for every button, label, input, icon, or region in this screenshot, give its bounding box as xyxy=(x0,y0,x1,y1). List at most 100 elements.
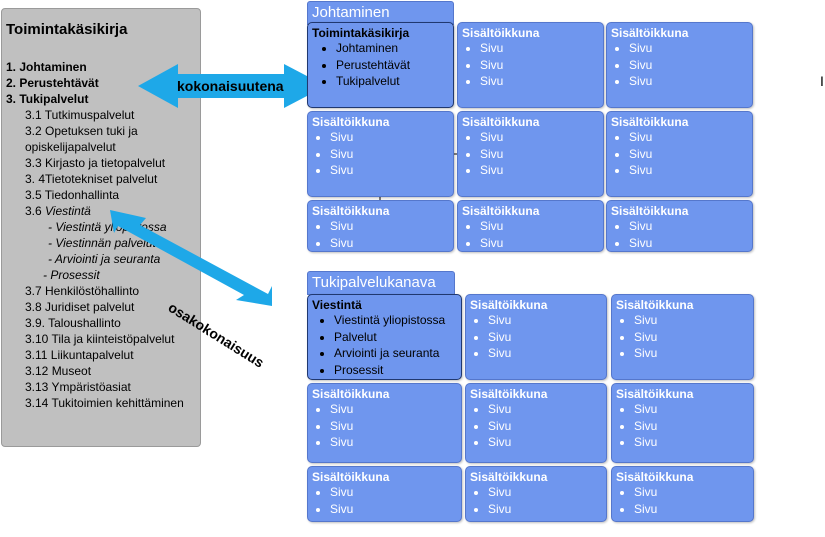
handbook-subitem[interactable]: - Prosessit xyxy=(43,268,100,282)
handbook-item[interactable]: opiskelijapalvelut xyxy=(25,140,116,154)
content-window[interactable]: SisältöikkunaSivuSivuSivu xyxy=(606,111,753,197)
content-window[interactable]: SisältöikkunaSivuSivuSivu xyxy=(457,22,604,108)
main-window-link[interactable]: Prosessit xyxy=(334,362,461,379)
handbook-subitem[interactable]: - Viestinnän palvelut xyxy=(48,236,156,250)
page-link[interactable]: Sivu xyxy=(634,418,753,435)
content-window[interactable]: SisältöikkunaSivuSivu xyxy=(606,200,753,252)
page-link[interactable]: Sivu xyxy=(488,401,606,418)
content-window-list: SivuSivuSivu xyxy=(607,40,752,90)
handbook-item[interactable]: 3.14 Tukitoimien kehittäminen xyxy=(25,396,184,410)
handbook-item[interactable]: 3. 4Tietotekniset palvelut xyxy=(25,172,158,186)
page-link[interactable]: Sivu xyxy=(480,162,603,179)
page-link[interactable]: Sivu xyxy=(634,501,753,518)
handbook-item[interactable]: 3.3 Kirjasto ja tietopalvelut xyxy=(25,156,166,170)
handbook-item[interactable]: 3.8 Juridiset palvelut xyxy=(25,300,135,314)
page-link[interactable]: Sivu xyxy=(480,218,603,235)
handbook-item[interactable]: 3.9. Taloushallinto xyxy=(25,316,121,330)
content-window[interactable]: SisältöikkunaSivuSivuSivu xyxy=(611,383,754,463)
handbook-item[interactable]: 3.11 Liikuntapalvelut xyxy=(25,348,134,362)
handbook-item[interactable]: 3.13 Ympäristöasiat xyxy=(25,380,131,394)
page-link[interactable]: Sivu xyxy=(634,484,753,501)
content-window-title: Sisältöikkuna xyxy=(312,204,390,218)
page-link[interactable]: Sivu xyxy=(480,129,603,146)
content-window[interactable]: SisältöikkunaSivuSivu xyxy=(307,200,454,252)
page-link[interactable]: Sivu xyxy=(330,235,453,252)
page-link[interactable]: Sivu xyxy=(480,57,603,74)
page-link[interactable]: Sivu xyxy=(480,235,603,252)
page-link[interactable]: Sivu xyxy=(629,73,752,90)
main-window-link[interactable]: Tukipalvelut xyxy=(336,73,453,90)
page-link[interactable]: Sivu xyxy=(330,434,461,451)
page-link[interactable]: Sivu xyxy=(330,501,461,518)
page-link[interactable]: Sivu xyxy=(629,57,752,74)
page-link[interactable]: Sivu xyxy=(629,40,752,57)
page-link[interactable]: Sivu xyxy=(480,40,603,57)
page-link[interactable]: Sivu xyxy=(488,484,606,501)
page-link[interactable]: Sivu xyxy=(480,73,603,90)
handbook-item[interactable]: 3.1 Tutkimuspalvelut xyxy=(25,108,135,122)
page-link[interactable]: Sivu xyxy=(629,218,752,235)
page-link[interactable]: Sivu xyxy=(330,401,461,418)
handbook-item[interactable]: 3.12 Museot xyxy=(25,364,92,378)
page-link[interactable]: Sivu xyxy=(488,345,606,362)
content-window-title: Sisältöikkuna xyxy=(611,26,689,40)
page-link[interactable]: Sivu xyxy=(330,146,453,163)
content-window-list: SivuSivu xyxy=(458,218,603,251)
page-link[interactable]: Sivu xyxy=(629,146,752,163)
content-window-list: SivuSivuSivu xyxy=(458,129,603,179)
content-window[interactable]: SisältöikkunaSivuSivuSivu xyxy=(457,111,604,197)
main-window-link[interactable]: Arviointi ja seuranta xyxy=(334,345,461,362)
panel-tab-tukipalvelukanava[interactable]: Tukipalvelukanava xyxy=(307,271,455,295)
content-window[interactable]: SisältöikkunaSivuSivuSivu xyxy=(606,22,753,108)
main-window-link[interactable]: Palvelut xyxy=(334,329,461,346)
content-window-title: Sisältöikkuna xyxy=(312,387,390,401)
handbook-item[interactable]: 3.10 Tila ja kiinteistöpalvelut xyxy=(25,332,175,346)
content-window-list: SivuSivu xyxy=(308,484,461,517)
content-window[interactable]: SisältöikkunaSivuSivuSivu xyxy=(465,294,607,380)
page-link[interactable]: Sivu xyxy=(330,418,461,435)
page-link[interactable]: Sivu xyxy=(629,162,752,179)
page-link[interactable]: Sivu xyxy=(330,129,453,146)
page-link[interactable]: Sivu xyxy=(634,312,753,329)
content-window-title: Sisältöikkuna xyxy=(616,470,694,484)
page-link[interactable]: Sivu xyxy=(634,434,753,451)
content-window[interactable]: SisältöikkunaSivuSivu xyxy=(465,466,607,522)
handbook-item[interactable]: 3.2 Opetuksen tuki ja xyxy=(25,124,138,138)
page-link[interactable]: Sivu xyxy=(488,434,606,451)
part-arrow xyxy=(110,210,272,306)
page-link[interactable]: Sivu xyxy=(634,401,753,418)
page-link[interactable]: Sivu xyxy=(634,329,753,346)
page-link[interactable]: Sivu xyxy=(488,312,606,329)
content-window[interactable]: SisältöikkunaSivuSivuSivu xyxy=(307,383,462,463)
handbook-section[interactable]: 2. Perustehtävät xyxy=(6,76,99,90)
handbook-item-viestinta[interactable]: 3.6 Viestintä xyxy=(6,203,184,219)
page-link[interactable]: Sivu xyxy=(634,345,753,362)
main-window-link[interactable]: Johtaminen xyxy=(336,40,453,57)
main-window-link[interactable]: Perustehtävät xyxy=(336,57,453,74)
handbook-subitem[interactable]: - Arviointi ja seuranta xyxy=(48,252,161,266)
handbook-item[interactable]: 3.7 Henkilöstöhallinto xyxy=(25,284,140,298)
page-link[interactable]: Sivu xyxy=(330,218,453,235)
handbook-item[interactable]: 3.5 Tiedonhallinta xyxy=(25,188,120,202)
page-link[interactable]: Sivu xyxy=(330,484,461,501)
content-window[interactable]: SisältöikkunaSivuSivu xyxy=(307,466,462,522)
page-link[interactable]: Sivu xyxy=(488,418,606,435)
page-link[interactable]: Sivu xyxy=(488,329,606,346)
main-content-window[interactable]: ViestintäViestintä yliopistossaPalvelutA… xyxy=(307,294,462,380)
page-link[interactable]: Sivu xyxy=(480,146,603,163)
handbook-section[interactable]: 3. Tukipalvelut xyxy=(6,92,89,106)
panel-tab-johtaminen[interactable]: Johtaminen xyxy=(307,1,454,25)
content-window-list: SivuSivu xyxy=(607,218,752,251)
content-window[interactable]: SisältöikkunaSivuSivuSivu xyxy=(611,294,754,380)
content-window[interactable]: SisältöikkunaSivuSivuSivu xyxy=(465,383,607,463)
page-link[interactable]: Sivu xyxy=(629,235,752,252)
handbook-section[interactable]: 1. Johtaminen xyxy=(6,60,87,74)
page-link[interactable]: Sivu xyxy=(629,129,752,146)
content-window[interactable]: SisältöikkunaSivuSivu xyxy=(611,466,754,522)
content-window[interactable]: SisältöikkunaSivuSivu xyxy=(457,200,604,252)
main-content-window[interactable]: ToimintakäsikirjaJohtaminenPerustehtävät… xyxy=(307,22,454,108)
page-link[interactable]: Sivu xyxy=(488,501,606,518)
page-link[interactable]: Sivu xyxy=(330,162,453,179)
main-window-link[interactable]: Viestintä yliopistossa xyxy=(334,312,461,329)
content-window[interactable]: SisältöikkunaSivuSivuSivu xyxy=(307,111,454,197)
